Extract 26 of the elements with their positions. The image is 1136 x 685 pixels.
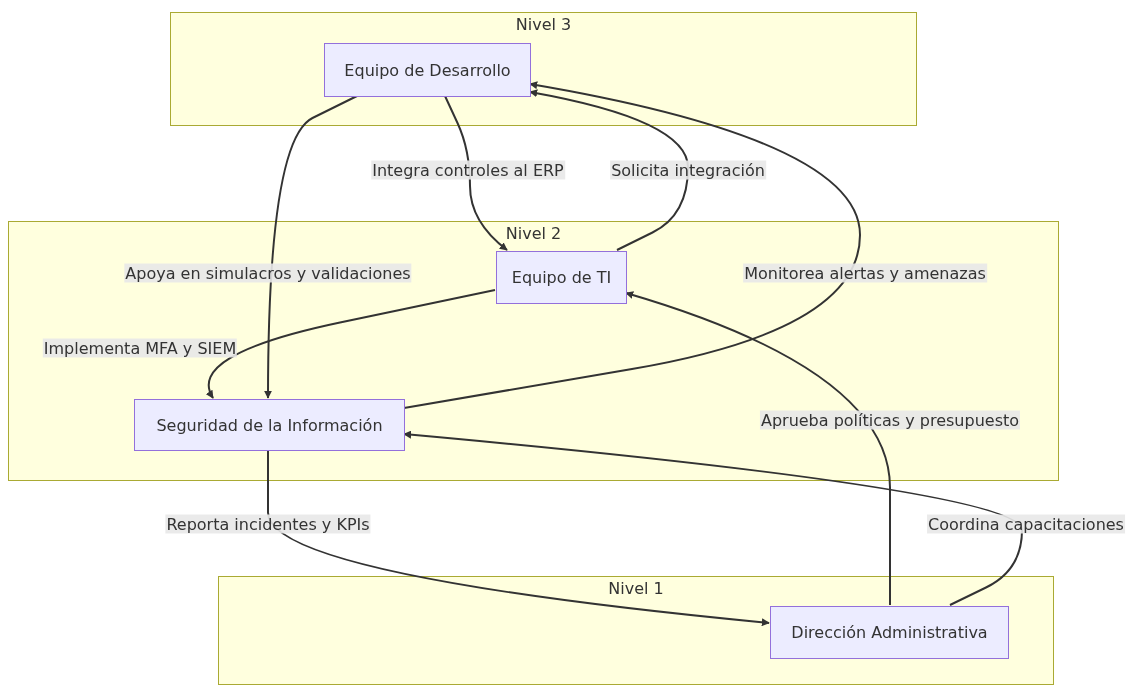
arrow <box>267 449 770 627</box>
process-box: Dirección Administrativa <box>770 606 1009 659</box>
arrow <box>264 95 358 399</box>
group-title: Nivel 2 <box>505 224 562 243</box>
group-box <box>8 221 1059 481</box>
edge-label: Aprueba políticas y presupuesto <box>759 410 1021 430</box>
edge-label: Reporta incidentes y KPIs <box>165 514 371 534</box>
process-box: Seguridad de la Información <box>134 399 405 451</box>
arrow <box>403 81 861 409</box>
group-box <box>170 12 917 126</box>
arrow <box>625 291 891 606</box>
arrow <box>206 289 496 399</box>
edge-label: Apoya en simulacros y validaciones <box>124 263 412 283</box>
arrow <box>529 89 689 251</box>
group-box <box>218 576 1054 685</box>
group-title: Nivel 1 <box>608 579 664 598</box>
edge-label: Solicita integración <box>610 160 766 180</box>
arrow <box>403 430 1023 606</box>
process-box: Equipo de TI <box>496 251 627 304</box>
group-title: Nivel 3 <box>515 15 572 34</box>
arrow <box>444 95 508 251</box>
edge-label: Integra controles al ERP <box>371 160 565 180</box>
edge-label: Implementa MFA y SIEM <box>42 338 238 358</box>
edge-label: Coordina capacitaciones <box>927 514 1125 534</box>
edge-label: Monitorea alertas y amenazas <box>743 263 987 283</box>
process-box: Equipo de Desarrollo <box>324 43 531 97</box>
